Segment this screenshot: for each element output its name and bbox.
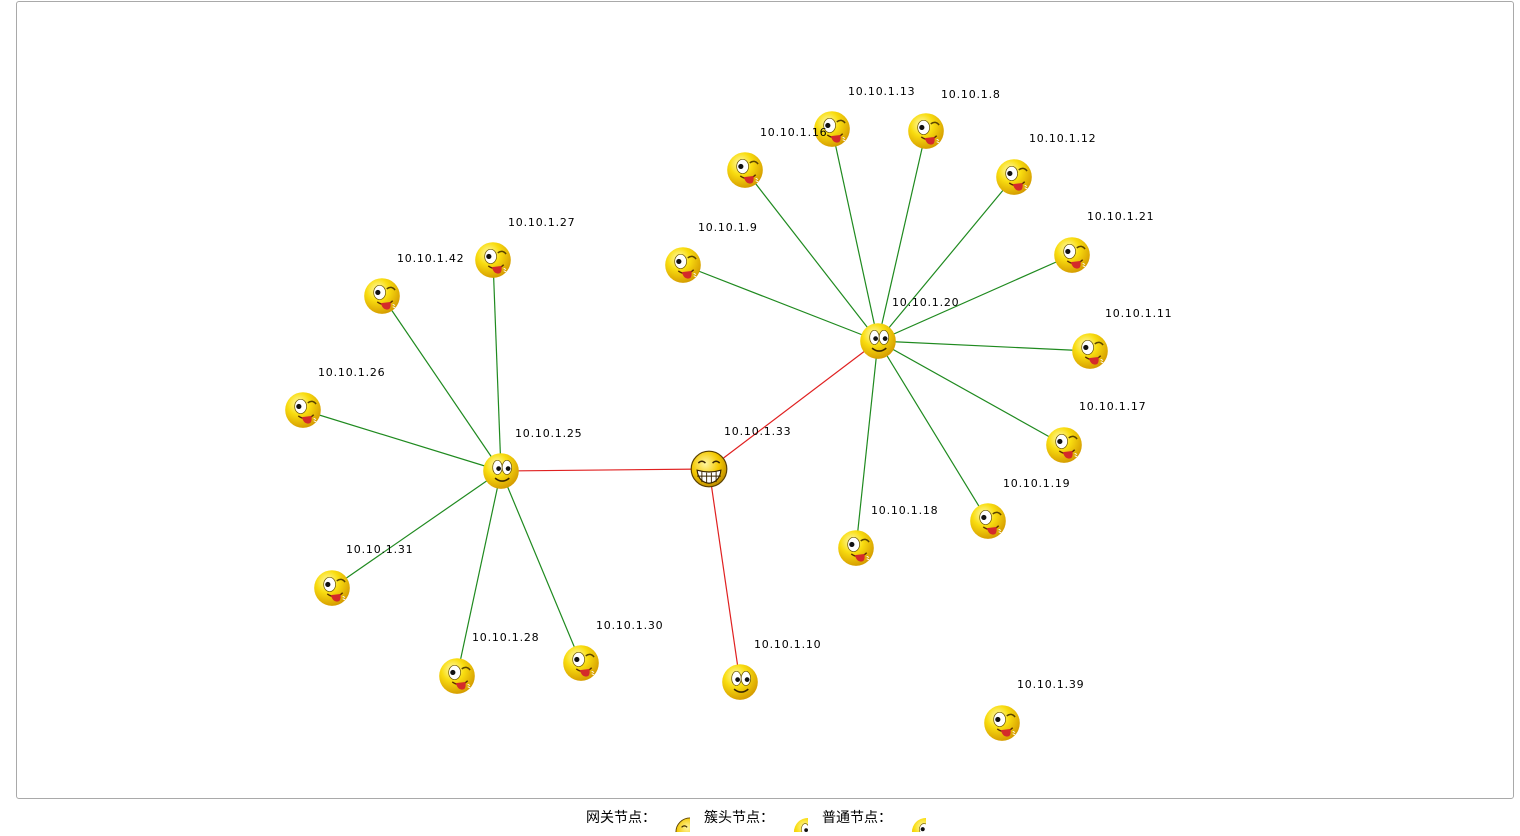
node-ip-label: 10.10.1.33: [724, 425, 791, 438]
normal-node[interactable]: [969, 502, 1007, 540]
normal-node[interactable]: [284, 391, 322, 429]
winking-tongue-face-icon: [664, 246, 702, 284]
topology-canvas: [16, 1, 1514, 799]
node-ip-label: 10.10.1.17: [1079, 400, 1146, 413]
node-ip-label: 10.10.1.11: [1105, 307, 1172, 320]
node-ip-label: 10.10.1.21: [1087, 210, 1154, 223]
member-link: [877, 130, 927, 342]
member-link: [877, 254, 1073, 342]
member-link: [331, 470, 502, 589]
winking-tongue-face-icon: [474, 241, 512, 279]
winking-tongue-face-icon: [995, 158, 1033, 196]
node-ip-label: 10.10.1.39: [1017, 678, 1084, 691]
normal-node[interactable]: [438, 657, 476, 695]
member-link: [877, 340, 989, 522]
member-link: [877, 176, 1015, 342]
member-link: [831, 128, 879, 342]
node-ip-label: 10.10.1.28: [472, 631, 539, 644]
winking-tongue-face-icon: [1071, 332, 1109, 370]
node-ip-label: 10.10.1.26: [318, 366, 385, 379]
node-ip-label: 10.10.1.30: [596, 619, 663, 632]
normal-node[interactable]: [664, 246, 702, 284]
member-link: [302, 409, 502, 472]
normal-node[interactable]: [726, 151, 764, 189]
normal-node[interactable]: [1053, 236, 1091, 274]
winking-tongue-face-icon: [911, 817, 926, 832]
member-link: [855, 340, 879, 549]
winking-tongue-face-icon: [907, 112, 945, 150]
winking-tongue-face-icon: [969, 502, 1007, 540]
legend: 网关节点： 簇头节点： 普通节点：: [0, 800, 1520, 834]
winking-tongue-face-icon: [726, 151, 764, 189]
winking-tongue-face-icon: [1045, 426, 1083, 464]
legend-normal: 普通节点：: [822, 802, 926, 832]
member-link: [456, 470, 502, 677]
node-ip-label: 10.10.1.18: [871, 504, 938, 517]
normal-node[interactable]: [562, 644, 600, 682]
node-ip-label: 10.10.1.16: [760, 126, 827, 139]
edges-layer: [302, 128, 1091, 683]
happy-face-icon: [721, 663, 759, 701]
grinning-face-icon: [690, 450, 728, 488]
node-ip-label: 10.10.1.12: [1029, 132, 1096, 145]
node-ip-label: 10.10.1.10: [754, 638, 821, 651]
winking-tongue-face-icon: [363, 277, 401, 315]
labels-layer: 10.10.1.33 10.10.1.25 10.10.1.20 10.10.1.10…: [318, 85, 1172, 691]
normal-node[interactable]: [995, 158, 1033, 196]
normal-node[interactable]: [474, 241, 512, 279]
backbone-link: [708, 468, 741, 683]
node-ip-label: 10.10.1.9: [698, 221, 758, 234]
cluster-head-node[interactable]: [859, 322, 897, 360]
grinning-face-icon: [675, 817, 690, 832]
legend-gateway-label: 网关节点：: [586, 810, 656, 826]
normal-node[interactable]: [907, 112, 945, 150]
gateway-node[interactable]: [690, 450, 728, 488]
member-link: [744, 169, 879, 342]
node-ip-label: 10.10.1.8: [941, 88, 1001, 101]
normal-node[interactable]: [837, 529, 875, 567]
normal-node[interactable]: [363, 277, 401, 315]
member-link: [500, 470, 582, 664]
normal-node[interactable]: [983, 704, 1021, 742]
member-link: [877, 340, 1091, 352]
node-ip-label: 10.10.1.13: [848, 85, 915, 98]
happy-face-icon: [482, 452, 520, 490]
node-ip-label: 10.10.1.20: [892, 296, 959, 309]
node-ip-label: 10.10.1.31: [346, 543, 413, 556]
member-link: [682, 264, 879, 342]
winking-tongue-face-icon: [983, 704, 1021, 742]
node-ip-label: 10.10.1.25: [515, 427, 582, 440]
legend-cluster-head: 簇头节点：: [704, 802, 808, 832]
node-ip-label: 10.10.1.19: [1003, 477, 1070, 490]
node-ip-label: 10.10.1.42: [397, 252, 464, 265]
winking-tongue-face-icon: [837, 529, 875, 567]
winking-tongue-face-icon: [438, 657, 476, 695]
member-link: [381, 295, 502, 472]
member-link: [877, 340, 1065, 446]
nodes-layer: [284, 110, 1109, 742]
member-link: [492, 259, 502, 472]
winking-tongue-face-icon: [1053, 236, 1091, 274]
winking-tongue-face-icon: [562, 644, 600, 682]
backbone-link: [500, 468, 710, 472]
cluster-head-node[interactable]: [482, 452, 520, 490]
legend-cluster-head-label: 簇头节点：: [704, 810, 774, 826]
happy-face-icon: [793, 817, 808, 832]
backbone-link: [708, 340, 879, 470]
legend-normal-label: 普通节点：: [822, 810, 892, 826]
normal-node[interactable]: [1045, 426, 1083, 464]
legend-gateway: 网关节点：: [586, 802, 690, 832]
cluster-head-node[interactable]: [721, 663, 759, 701]
normal-node[interactable]: [1071, 332, 1109, 370]
winking-tongue-face-icon: [284, 391, 322, 429]
winking-tongue-face-icon: [313, 569, 351, 607]
normal-node[interactable]: [313, 569, 351, 607]
node-ip-label: 10.10.1.27: [508, 216, 575, 229]
happy-face-icon: [859, 322, 897, 360]
